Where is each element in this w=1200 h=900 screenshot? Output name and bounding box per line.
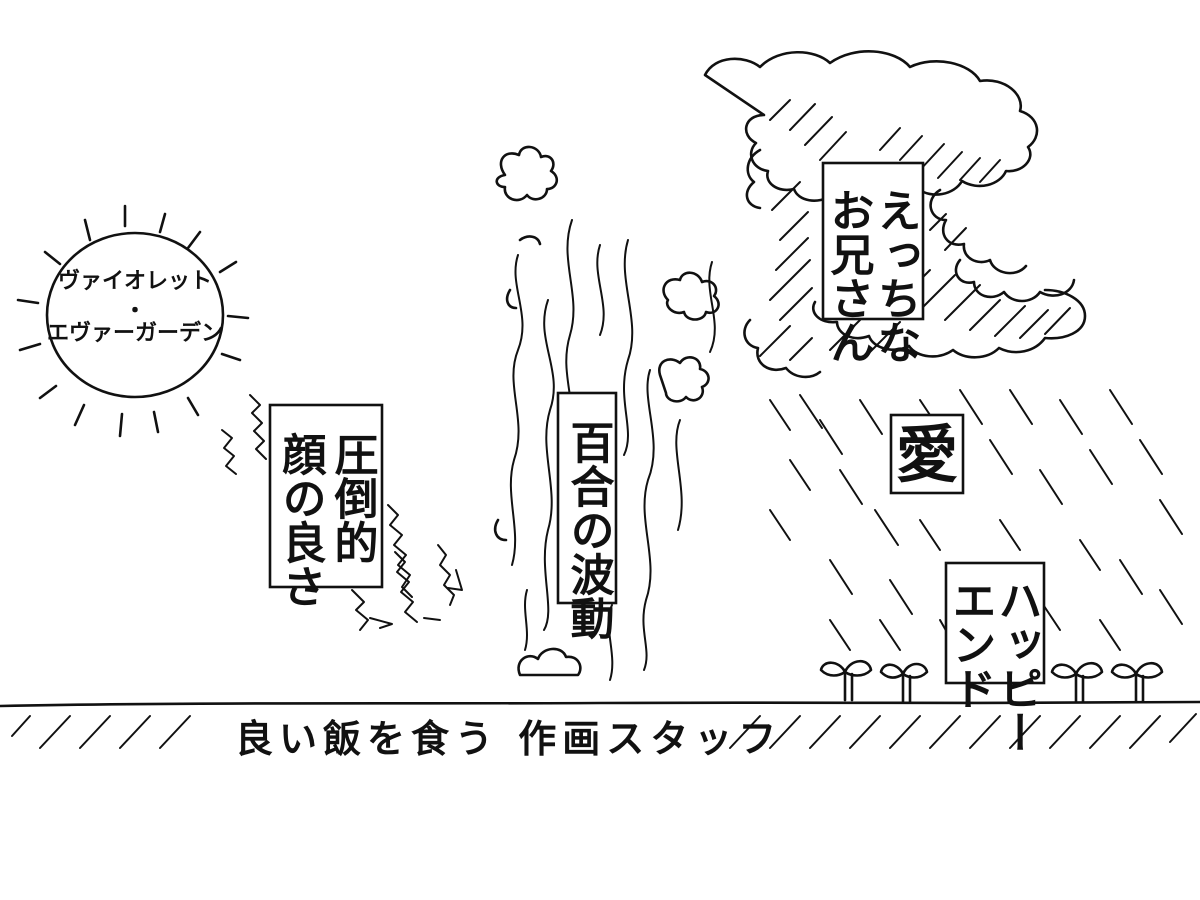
sun-label-line1: ヴァイオレット <box>58 268 212 294</box>
storm-cloud <box>703 50 1087 379</box>
rain <box>769 389 1183 651</box>
panel-cloud-box <box>821 161 925 321</box>
sun-label-separator: ・ <box>124 299 146 324</box>
panel-sun-beam-box <box>268 403 384 589</box>
ground-line <box>0 700 1200 708</box>
panel-sun-beam-col1: 圧倒的 <box>327 432 380 564</box>
sprouts <box>819 659 1164 704</box>
sun-rays <box>16 204 250 438</box>
panel-steam: 百合の波動 <box>556 391 618 640</box>
sun: ヴァイオレット ・ エヴァーガーデン <box>16 204 250 438</box>
panel-happy-box <box>944 561 1046 685</box>
ground: 良い飯を食う 作画スタッフ <box>0 700 1200 761</box>
small-clouds <box>493 145 720 677</box>
sprout <box>819 659 873 702</box>
steam-lines <box>509 219 716 681</box>
ground-hatching <box>11 713 1197 749</box>
panel-sun-beam-col2: 顔の良さ <box>275 432 327 608</box>
panel-steam-text: 百合の波動 <box>563 420 615 640</box>
light-beams <box>221 394 463 631</box>
cloud-shading <box>759 99 1071 361</box>
sprout <box>1110 661 1164 704</box>
panel-happy-col1: ハッピー <box>991 578 1042 754</box>
panel-love-box <box>889 413 965 495</box>
panel-cloud-col2: お兄さん <box>823 188 875 364</box>
panel-love: 愛 <box>889 413 965 495</box>
panel-happy: ハッピー エンド <box>944 561 1046 754</box>
sun-label-line2: エヴァーガーデン <box>47 320 223 346</box>
sun-disc <box>45 231 225 399</box>
panel-cloud: えっちな お兄さん <box>821 161 925 364</box>
panel-happy-col2: エンド <box>945 578 996 710</box>
ground-caption: 良い飯を食う 作画スタッフ <box>235 717 782 761</box>
panel-sun-beam: 圧倒的 顔の良さ <box>268 403 384 608</box>
sprout <box>879 662 929 704</box>
panel-love-text: 愛 <box>896 418 958 491</box>
panel-steam-box <box>556 391 618 605</box>
panel-cloud-col1: えっちな <box>870 188 921 364</box>
sprout <box>1050 661 1104 704</box>
